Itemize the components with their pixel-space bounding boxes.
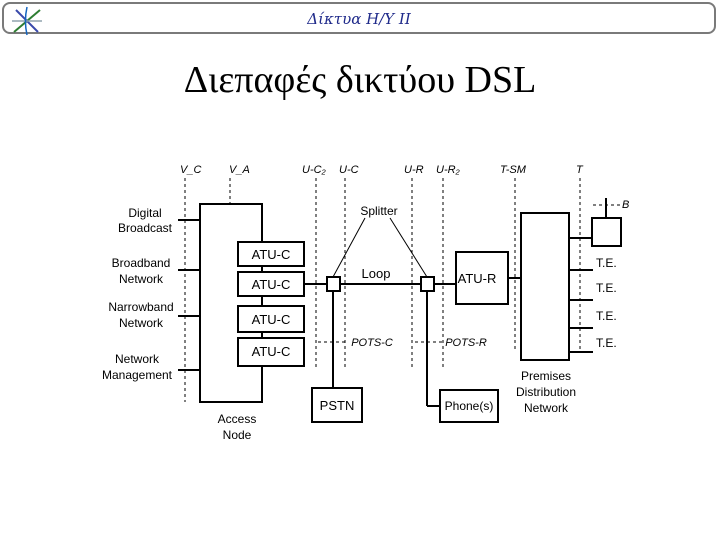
premises-network-box — [520, 212, 570, 361]
te-label: T.E. — [596, 281, 617, 295]
access-node-box — [199, 203, 263, 403]
atu-r-label: ATU-R — [458, 271, 497, 286]
slide-title: Διεπαφές δικτύου DSL — [183, 59, 537, 101]
header-bar: Δίκτυα Η/Υ ΙΙ — [2, 2, 716, 36]
access-node-label: Access — [218, 412, 257, 426]
ref-ur2: U-R₂ — [436, 164, 461, 176]
label-digital-broadcast-2: Broadcast — [118, 221, 173, 235]
label-digital-broadcast: Digital — [128, 206, 161, 220]
atu-c-box — [237, 241, 305, 267]
ref-tsm: T-SM — [500, 164, 527, 176]
ref-uc: U-C — [339, 164, 359, 176]
atu-c-box — [237, 271, 305, 297]
atu-c-box — [237, 337, 305, 367]
label-network-management: Network — [115, 352, 160, 366]
ref-va: V_A — [229, 164, 250, 176]
phones-label: Phone(s) — [445, 399, 494, 413]
pots-c-label: POTS-C — [351, 337, 393, 349]
atu-c-label: ATU-C — [252, 277, 291, 292]
pots-r-label: POTS-R — [445, 337, 487, 349]
atu-c-label: ATU-C — [252, 344, 291, 359]
loop-label: Loop — [362, 266, 391, 281]
premises-label-3: Network — [524, 401, 569, 415]
ref-ur: U-R — [404, 164, 424, 176]
premises-label-2: Distribution — [516, 385, 576, 399]
ref-vc: V_C — [180, 164, 201, 176]
label-broadband-network-2: Network — [119, 272, 164, 286]
label-narrowband-network: Narrowband — [108, 300, 173, 314]
header-title: Δίκτυα Η/Υ ΙΙ — [307, 10, 411, 28]
phones-box — [439, 389, 499, 423]
logo-icon — [12, 6, 42, 36]
atu-c-label: ATU-C — [252, 312, 291, 327]
pstn-box — [311, 387, 363, 423]
premises-label: Premises — [521, 369, 571, 383]
pstn-label: PSTN — [320, 398, 355, 413]
splitter-r-box — [420, 276, 435, 292]
access-node-label-2: Node — [223, 428, 252, 442]
ref-b: B — [622, 199, 629, 211]
te-label: T.E. — [596, 256, 617, 270]
te-label: T.E. — [596, 309, 617, 323]
atu-c-label: ATU-C — [252, 247, 291, 262]
splitter-label: Splitter — [360, 204, 397, 218]
splitter-c-box — [326, 276, 341, 292]
b-terminal-box — [591, 217, 622, 247]
ref-t: T — [576, 164, 584, 176]
atu-c-box — [237, 305, 305, 333]
label-broadband-network: Broadband — [112, 256, 171, 270]
label-narrowband-network-2: Network — [119, 316, 164, 330]
label-network-management-2: Management — [102, 368, 173, 382]
ref-uc2: U-C₂ — [302, 164, 327, 176]
te-label: T.E. — [596, 336, 617, 350]
